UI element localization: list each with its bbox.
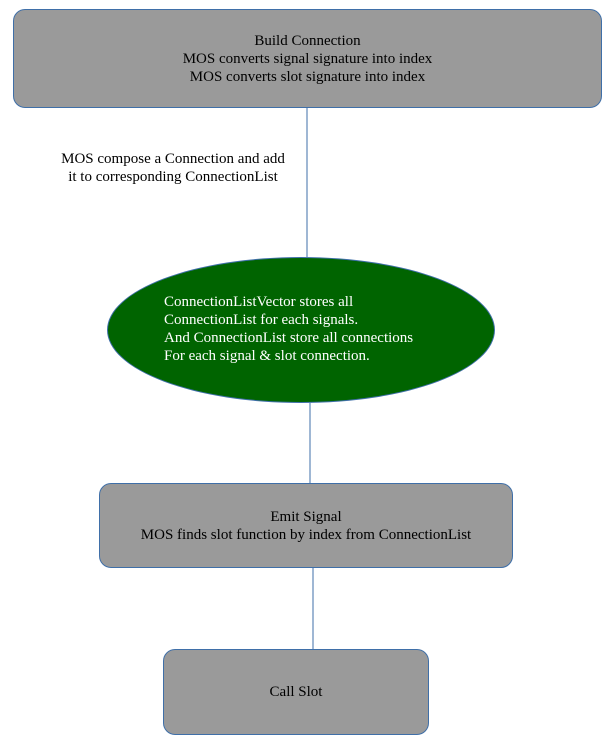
compose-connection-edge-label: MOS compose a Connection and add it to c… — [42, 150, 304, 186]
build-connection-line-1: MOS converts signal signature into index — [182, 50, 433, 67]
build-connection-title: Build Connection — [254, 32, 361, 49]
emit-signal-title: Emit Signal — [270, 508, 342, 525]
edge-label-line-2: it to corresponding ConnectionList — [68, 169, 278, 185]
emit-signal-line-1: MOS finds slot function by index from Co… — [140, 526, 472, 543]
storage-line-1: ConnectionListVector stores all — [164, 294, 354, 310]
build-connection-node: Build Connection MOS converts signal sig… — [13, 9, 602, 108]
build-connection-line-2: MOS converts slot signature into index — [189, 68, 426, 85]
storage-line-4: For each signal & slot connection. — [164, 348, 370, 364]
call-slot-node: Call Slot — [163, 649, 429, 735]
connection-storage-text: ConnectionListVector stores all Connecti… — [164, 293, 464, 365]
storage-line-2: ConnectionList for each signals. — [164, 312, 359, 328]
edge-label-line-1: MOS compose a Connection and add — [61, 151, 285, 167]
call-slot-title: Call Slot — [269, 684, 323, 700]
connection-storage-node — [107, 257, 495, 403]
emit-signal-node: Emit Signal MOS finds slot function by i… — [99, 483, 513, 568]
storage-line-3: And ConnectionList store all connections — [164, 330, 414, 346]
